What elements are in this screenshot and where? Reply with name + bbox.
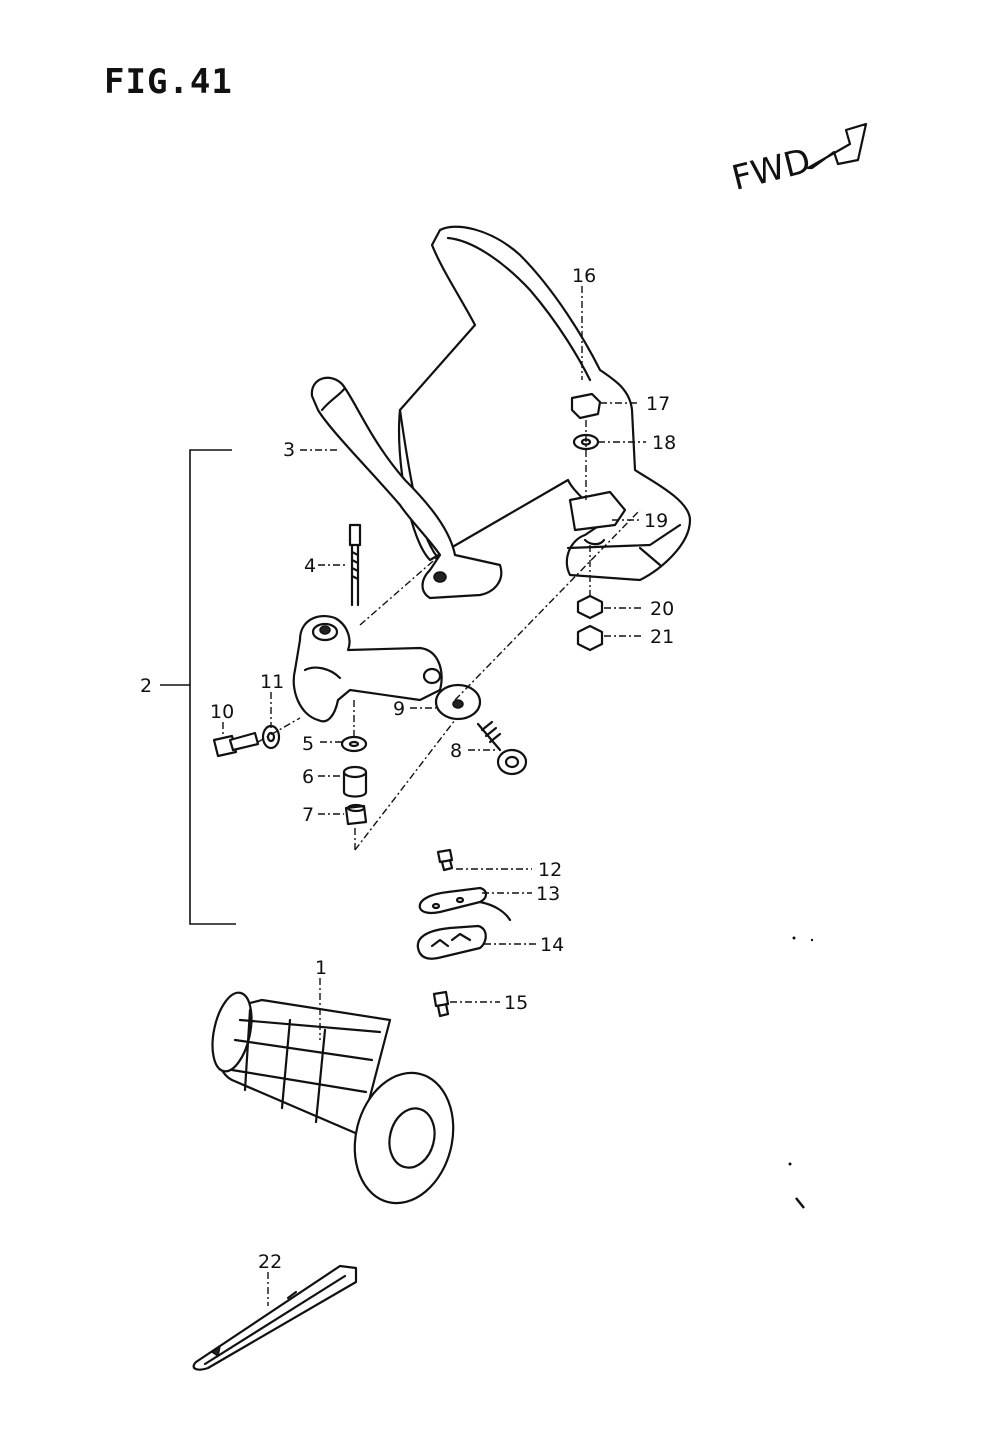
callout-16: 16 bbox=[572, 265, 596, 287]
assembly-bracket-2 bbox=[160, 449, 236, 925]
callout-10: 10 bbox=[210, 701, 234, 723]
adjuster-bolt-part-8 bbox=[476, 720, 528, 776]
callout-5: 5 bbox=[302, 733, 314, 755]
screw-part-15 bbox=[432, 990, 450, 1018]
nut-part-20 bbox=[576, 594, 604, 620]
callout-leaders bbox=[222, 286, 646, 1306]
callout-8: 8 bbox=[450, 740, 462, 762]
cable-tie-part-22 bbox=[192, 1264, 358, 1371]
collar-part-6 bbox=[342, 765, 368, 798]
screw-part-12 bbox=[436, 848, 454, 872]
figure-title: FIG.41 bbox=[104, 62, 233, 102]
callout-19: 19 bbox=[644, 510, 668, 532]
pivot-bolt-part-4 bbox=[348, 523, 362, 607]
callout-20: 20 bbox=[650, 598, 674, 620]
forward-arrow-icon bbox=[806, 122, 868, 170]
nut-part-21 bbox=[576, 624, 604, 652]
callout-13: 13 bbox=[536, 883, 560, 905]
nut-part-7 bbox=[344, 803, 368, 826]
callout-17: 17 bbox=[646, 393, 670, 415]
callout-22: 22 bbox=[258, 1251, 282, 1273]
cap-nut-part-17 bbox=[570, 392, 602, 420]
callout-3: 3 bbox=[283, 439, 295, 461]
clamp-bracket-part-19 bbox=[568, 490, 627, 546]
switch-housing-part-14 bbox=[416, 924, 487, 960]
lever-part-3 bbox=[310, 376, 503, 600]
callout-18: 18 bbox=[652, 432, 676, 454]
assembly-centerlines bbox=[257, 420, 641, 851]
washer-part-5 bbox=[340, 735, 368, 753]
callout-21: 21 bbox=[650, 626, 674, 648]
callout-4: 4 bbox=[304, 555, 316, 577]
lever-holder-body bbox=[292, 614, 443, 723]
callout-12: 12 bbox=[538, 859, 562, 881]
callout-2: 2 bbox=[140, 675, 152, 697]
callout-7: 7 bbox=[302, 804, 314, 826]
scan-specks bbox=[788, 936, 814, 1209]
switch-plate-part-13 bbox=[418, 886, 512, 922]
callout-labels: 1 2 3 4 5 6 7 8 9 10 11 12 13 14 15 16 1… bbox=[140, 265, 676, 1273]
washer-part-11 bbox=[261, 724, 281, 750]
adjuster-cover-part-9 bbox=[434, 683, 482, 721]
callout-14: 14 bbox=[540, 934, 564, 956]
callout-15: 15 bbox=[504, 992, 528, 1014]
callout-11: 11 bbox=[260, 671, 284, 693]
bolt-part-10 bbox=[212, 731, 260, 758]
callout-6: 6 bbox=[302, 766, 314, 788]
callout-9: 9 bbox=[393, 698, 405, 720]
handlebar-grip-part-1 bbox=[211, 991, 455, 1205]
callout-1: 1 bbox=[315, 957, 327, 979]
